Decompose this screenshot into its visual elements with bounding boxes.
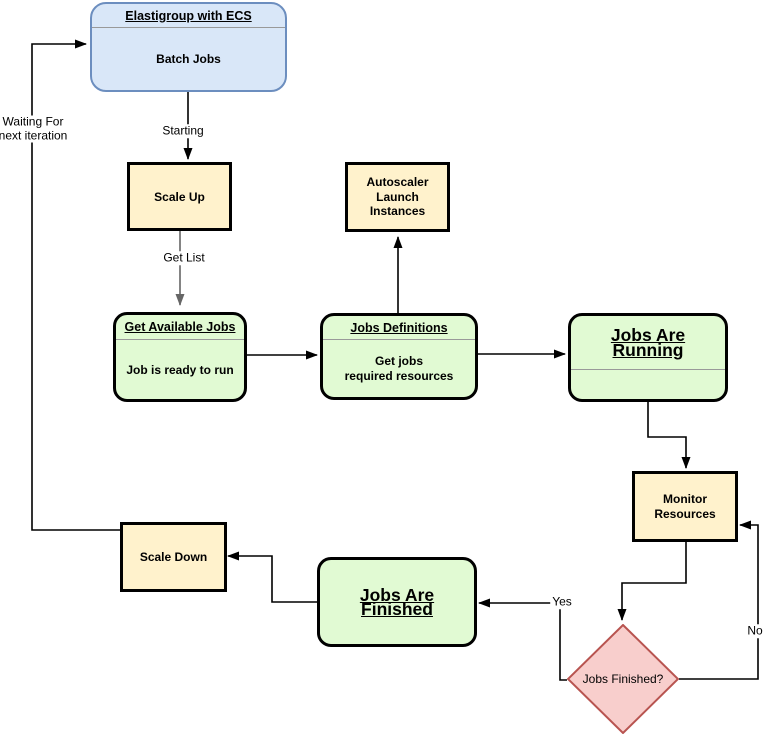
- node-get-available-jobs-title: Get Available Jobs: [116, 315, 244, 340]
- node-scale-down-label: Scale Down: [139, 550, 208, 564]
- edge-decision-yes: [478, 598, 567, 681]
- edge-monitor-to-decision: [617, 542, 687, 621]
- node-monitor-resources: Monitor Resources: [632, 471, 738, 542]
- edge-label-starting: Starting: [160, 123, 206, 138]
- node-jobs-are-running-body: [571, 370, 725, 399]
- node-elastigroup-body: Batch Jobs: [156, 52, 221, 66]
- node-jobs-finished-decision: Jobs Finished?: [567, 624, 679, 734]
- node-autoscaler-launch-instances: Autoscaler Launch Instances: [345, 162, 450, 232]
- edge-label-yes: Yes: [550, 594, 574, 609]
- node-scale-up: Scale Up: [127, 162, 232, 231]
- edge-label-get-list: Get List: [161, 250, 207, 265]
- node-monitor-resources-label: Monitor Resources: [654, 492, 716, 521]
- edge-decision-no: [679, 520, 759, 680]
- edge-finished-to-scaledown: [227, 551, 317, 603]
- node-jobs-finished-decision-label: Jobs Finished?: [582, 672, 664, 686]
- node-jobs-definitions-body: Get jobs required resources: [344, 354, 454, 383]
- edge-label-no: No: [745, 623, 765, 638]
- edge-waiting-loop: [31, 39, 120, 531]
- edge-label-waiting-for-next-iteration: Waiting For next iteration: [0, 115, 70, 143]
- edge-running-to-monitor: [647, 402, 691, 469]
- node-autoscaler-label: Autoscaler Launch Instances: [366, 175, 429, 219]
- node-scale-down: Scale Down: [120, 522, 227, 592]
- node-jobs-are-finished-title: Jobs Are Finished: [359, 584, 435, 619]
- node-jobs-are-running: Jobs Are Running: [568, 313, 728, 402]
- node-elastigroup-batch-jobs: Elastigroup with ECS Batch Jobs: [90, 2, 287, 92]
- decision-diamond-shape: [567, 624, 679, 734]
- node-get-available-jobs: Get Available Jobs Job is ready to run: [113, 312, 247, 402]
- node-jobs-are-running-title: Jobs Are Running: [571, 316, 725, 370]
- node-scale-up-label: Scale Up: [154, 189, 205, 204]
- node-get-available-jobs-body: Job is ready to run: [126, 362, 234, 377]
- node-jobs-definitions-title: Jobs Definitions: [323, 316, 475, 340]
- node-elastigroup-title: Elastigroup with ECS: [92, 4, 285, 28]
- node-jobs-definitions: Jobs Definitions Get jobs required resou…: [320, 313, 478, 400]
- node-jobs-are-finished: Jobs Are Finished: [317, 557, 477, 647]
